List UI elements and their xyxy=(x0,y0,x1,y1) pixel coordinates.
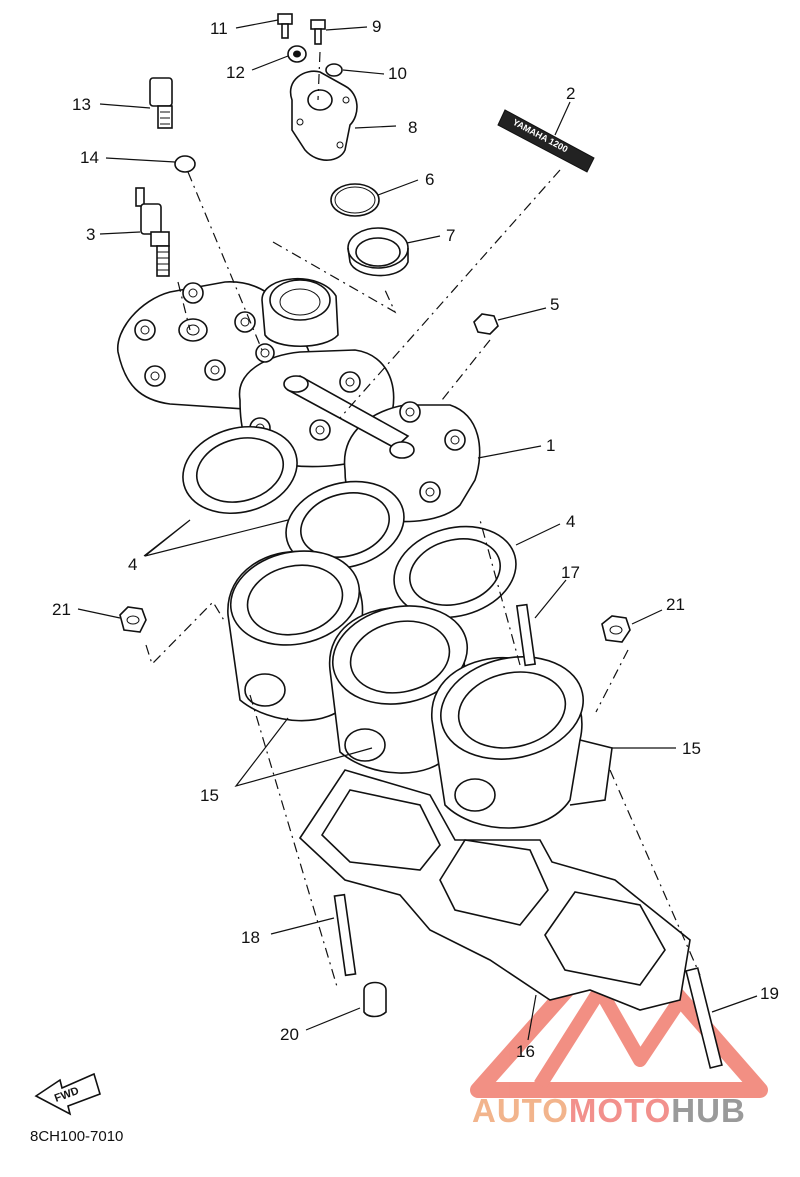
callout-9: 9 xyxy=(372,17,381,36)
callout-4-right: 4 xyxy=(566,512,575,531)
cylinder-head-1 xyxy=(117,277,481,523)
stud-17 xyxy=(515,603,537,667)
head-gaskets-4 xyxy=(182,425,517,619)
watermark-part-a: AUTO xyxy=(472,1092,569,1129)
callout-11: 11 xyxy=(210,19,228,38)
callout-20: 20 xyxy=(280,1025,299,1044)
seal-7 xyxy=(347,227,409,277)
callout-10: 10 xyxy=(388,64,407,83)
base-gasket-16 xyxy=(298,769,691,1011)
callout-21-left: 21 xyxy=(52,600,71,619)
bolt-9 xyxy=(310,19,326,45)
callout-15-right: 15 xyxy=(682,739,701,758)
cap-nut-20 xyxy=(363,981,387,1018)
callout-15-left: 15 xyxy=(200,786,219,805)
decal-2: YAMAHA 1200 xyxy=(497,109,595,173)
watermark-part-c: HUB xyxy=(671,1092,746,1129)
callout-12: 12 xyxy=(226,63,245,82)
watermark-part-b: MOTO xyxy=(568,1092,672,1129)
o-ring-6 xyxy=(330,183,380,217)
watermark-logo xyxy=(470,922,768,1098)
callout-5: 5 xyxy=(550,295,559,314)
diagram-code: 8CH100-7010 xyxy=(30,1128,124,1145)
callout-2: 2 xyxy=(566,84,575,103)
callout-21-right: 21 xyxy=(666,595,685,614)
washer-12 xyxy=(287,45,307,63)
temperature-sensor-13 xyxy=(149,77,173,129)
callout-1: 1 xyxy=(546,436,555,455)
stud-18 xyxy=(333,893,357,977)
callout-17: 17 xyxy=(561,563,580,582)
assembly-guide-lines xyxy=(145,51,701,991)
watermark-text: AUTOMOTOHUB xyxy=(472,1092,746,1130)
washer-14 xyxy=(174,155,196,173)
cylinders-15 xyxy=(227,550,613,829)
fwd-arrow-icon: FWD xyxy=(34,1072,101,1116)
callout-14: 14 xyxy=(80,148,99,167)
nut-10 xyxy=(325,63,343,77)
callout-4-left: 4 xyxy=(128,555,137,574)
nut-21-left xyxy=(119,606,147,633)
callout-numbers: 11 9 12 10 13 2 8 14 6 3 7 5 1 4 4 17 21… xyxy=(52,17,779,1061)
callout-13: 13 xyxy=(72,95,91,114)
nut-21-right xyxy=(601,615,631,643)
callout-18: 18 xyxy=(241,928,260,947)
thermostat-cover-8 xyxy=(289,70,358,161)
spark-plug-3 xyxy=(135,187,170,277)
callout-3: 3 xyxy=(86,225,95,244)
nut-5 xyxy=(473,313,499,335)
callout-8: 8 xyxy=(408,118,417,137)
callout-6: 6 xyxy=(425,170,434,189)
callout-7: 7 xyxy=(446,226,455,245)
callout-leader-lines xyxy=(77,19,758,1041)
callout-16: 16 xyxy=(516,1042,535,1061)
callout-19: 19 xyxy=(760,984,779,1003)
bolt-11 xyxy=(277,13,293,39)
stud-19 xyxy=(685,967,723,1069)
